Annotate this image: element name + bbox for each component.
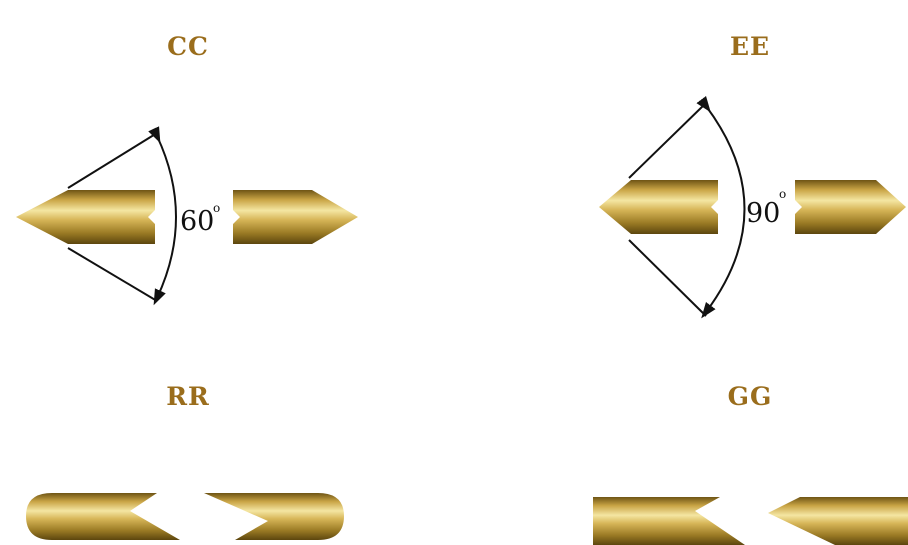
tip-gg-group	[593, 497, 908, 545]
angle-line-upper	[628, 102, 707, 179]
degree-symbol-cc: o	[213, 201, 220, 215]
angle-value-ee: 90	[746, 198, 780, 229]
tip-gg-right-pin	[768, 497, 908, 545]
tip-ee-group: 90 o	[599, 96, 906, 319]
tip-label-rr: RR	[166, 382, 210, 411]
angle-arc	[148, 126, 177, 306]
tip-cc-group: 60 o	[16, 126, 358, 306]
tip-gg-left-pin	[593, 497, 745, 545]
tip-rr-group	[26, 493, 344, 540]
tip-label-ee: EE	[729, 32, 771, 61]
tip-ee-right-pin	[795, 180, 906, 234]
tip-cc-left-pin	[16, 190, 155, 244]
tip-label-cc: CC	[167, 32, 209, 61]
angle-line-lower	[67, 247, 158, 302]
angle-arc	[696, 96, 746, 319]
angle-value-cc: 60	[180, 206, 214, 237]
degree-symbol-ee: o	[779, 187, 786, 201]
tip-ee-left-pin	[599, 180, 718, 234]
angle-line-lower	[628, 239, 707, 317]
tip-rr-left-pin	[26, 493, 180, 540]
tip-cc-right-pin	[233, 190, 358, 244]
tip-rr-right-pin	[204, 493, 344, 540]
tip-label-gg: GG	[727, 382, 773, 411]
angle-line-upper	[67, 132, 158, 189]
